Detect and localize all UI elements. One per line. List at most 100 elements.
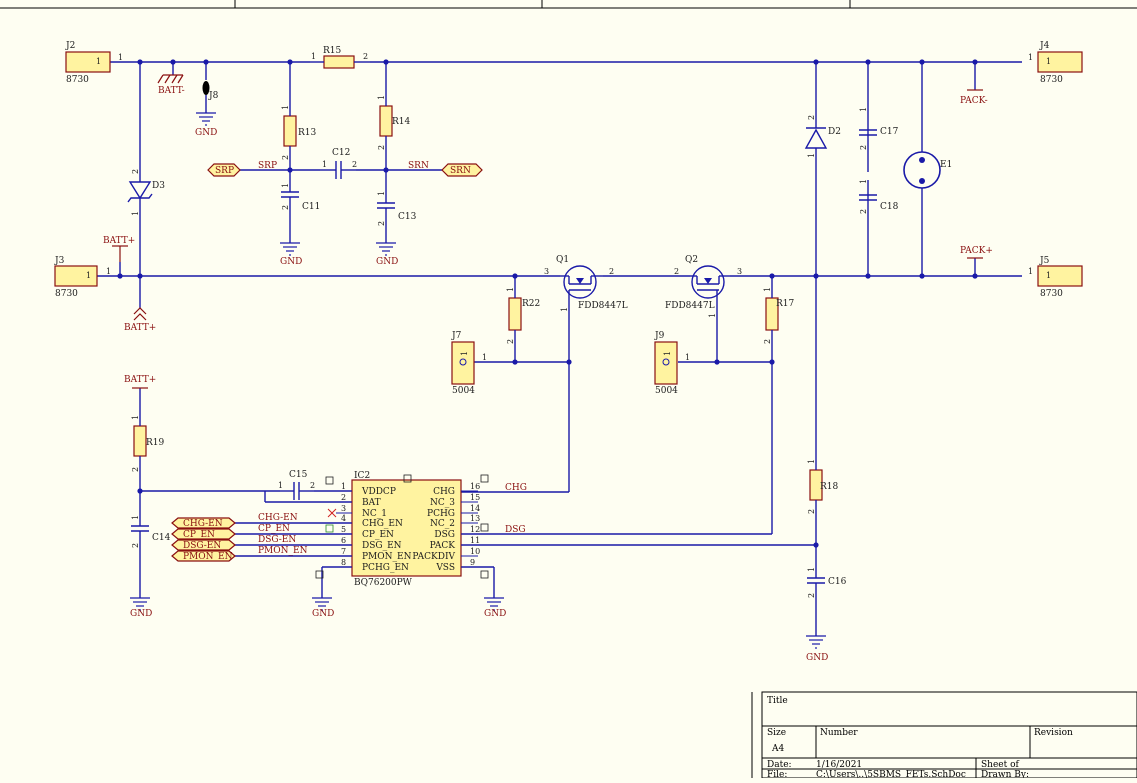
connector-j2: J2 1 1 8730 (65, 41, 123, 85)
svg-text:J7: J7 (451, 331, 462, 341)
svg-text:1: 1 (131, 415, 140, 420)
svg-text:2: 2 (352, 160, 357, 169)
svg-text:GND: GND (312, 609, 334, 619)
svg-text:FDD8447L: FDD8447L (578, 301, 628, 311)
svg-text:11: 11 (470, 536, 480, 545)
svg-text:CP_EN: CP_EN (362, 530, 394, 540)
port-chg-en: CHG-EN (171, 517, 236, 529)
svg-text:J3: J3 (54, 256, 65, 266)
file-label: File: (767, 770, 787, 778)
svg-text:1: 1 (663, 351, 672, 356)
junctions (117, 59, 978, 548)
svg-text:4: 4 (341, 514, 346, 523)
svg-text:CP_EN: CP_EN (183, 530, 215, 540)
svg-text:1: 1 (1028, 267, 1033, 276)
gnd-symbol-c13: GND (376, 242, 398, 267)
revision-label: Revision (1034, 728, 1073, 738)
svg-text:2: 2 (807, 115, 816, 120)
svg-text:PACK-: PACK- (960, 96, 988, 106)
svg-text:2: 2 (363, 52, 368, 61)
svg-text:5: 5 (341, 525, 346, 534)
svg-text:2: 2 (281, 155, 290, 160)
svg-text:2: 2 (341, 493, 346, 502)
resistor-r18: R18 1 2 (807, 459, 839, 514)
svg-text:2: 2 (131, 467, 140, 472)
svg-text:CHG: CHG (433, 487, 455, 497)
svg-text:2: 2 (377, 221, 386, 226)
power-port-batt-plus-top: BATT+ (103, 236, 135, 262)
svg-text:1: 1 (807, 459, 816, 464)
svg-text:2: 2 (506, 339, 515, 344)
svg-text:DSG: DSG (434, 530, 455, 540)
svg-text:1: 1 (278, 481, 283, 490)
resistor-r15: R15 1 2 (310, 46, 370, 69)
svg-text:BATT+: BATT+ (124, 323, 156, 333)
gnd-symbol-c14: GND (130, 597, 152, 619)
wires (97, 61, 1022, 636)
svg-text:16: 16 (470, 482, 480, 491)
svg-text:2: 2 (281, 205, 290, 210)
svg-text:SRN: SRN (450, 166, 471, 176)
svg-text:1: 1 (281, 183, 290, 188)
svg-text:SRN: SRN (408, 161, 429, 171)
svg-text:SRP: SRP (258, 161, 277, 171)
resistor-r22: R22 1 2 (506, 287, 540, 344)
gnd-symbol-ic-right: GND (484, 597, 506, 619)
gnd-symbol-c16: GND (806, 635, 828, 663)
svg-text:PCHG_EN: PCHG_EN (362, 563, 409, 573)
svg-text:C12: C12 (332, 148, 350, 158)
svg-text:R15: R15 (323, 46, 342, 56)
svg-text:R14: R14 (392, 117, 411, 127)
svg-text:2: 2 (377, 145, 386, 150)
svg-text:10: 10 (470, 547, 480, 556)
svg-text:1: 1 (859, 179, 868, 184)
svg-text:2: 2 (310, 481, 315, 490)
mosfet-q1: Q1 FDD8447L 3 2 1 (544, 255, 628, 312)
svg-text:CHG-EN: CHG-EN (258, 513, 298, 523)
resistor-r19: R19 1 2 (131, 414, 165, 478)
power-port-batt-minus: BATT- (157, 74, 185, 96)
svg-text:PACKDIV: PACKDIV (412, 552, 455, 562)
svg-text:PCHG: PCHG (427, 509, 455, 519)
svg-text:2: 2 (807, 593, 816, 598)
svg-text:1: 1 (322, 160, 327, 169)
ic2-bq76200: IC2 BQ76200PW 1 2 3 4 5 6 7 (315, 471, 489, 588)
power-port-pack-plus: PACK+ (960, 246, 993, 259)
svg-text:1: 1 (86, 271, 91, 280)
svg-text:1: 1 (377, 191, 386, 196)
capacitor-c12: C12 1 2 (320, 148, 357, 179)
svg-text:PMON_EN: PMON_EN (183, 552, 233, 562)
svg-text:DSG_EN: DSG_EN (362, 541, 402, 551)
svg-text:9: 9 (470, 558, 475, 567)
svg-text:GND: GND (806, 653, 828, 663)
svg-text:8: 8 (341, 558, 346, 567)
svg-text:1: 1 (377, 95, 386, 100)
svg-text:C16: C16 (828, 577, 847, 587)
svg-text:DSG-EN: DSG-EN (258, 535, 296, 545)
svg-text:8730: 8730 (66, 75, 89, 85)
svg-text:8730: 8730 (1040, 75, 1063, 85)
svg-text:SRP: SRP (215, 166, 234, 176)
svg-text:BQ76200PW: BQ76200PW (354, 578, 413, 588)
capacitor-c11: C11 1 2 (281, 178, 320, 212)
svg-text:NC_3: NC_3 (430, 498, 455, 508)
connector-j8: J8 (202, 81, 219, 101)
svg-text:1: 1 (685, 353, 690, 362)
svg-text:GND: GND (280, 257, 302, 267)
gnd-symbol-c11: GND (280, 242, 302, 267)
svg-text:DSG: DSG (505, 525, 526, 535)
svg-text:C14: C14 (152, 533, 171, 543)
port-cp-en: CP_EN (171, 528, 236, 540)
svg-text:1: 1 (482, 353, 487, 362)
svg-text:Q1: Q1 (556, 255, 569, 265)
svg-text:1: 1 (763, 287, 772, 292)
svg-text:CHG-EN: CHG-EN (183, 519, 223, 529)
size-label: Size (767, 728, 786, 738)
connector-j9: J9 1 1 5004 (654, 331, 690, 396)
capacitor-c15: C15 1 2 (278, 470, 315, 500)
title-label: Title (767, 696, 788, 706)
svg-text:8730: 8730 (55, 289, 78, 299)
resistor-r13: R13 1 2 (281, 100, 317, 160)
svg-text:C18: C18 (880, 202, 899, 212)
